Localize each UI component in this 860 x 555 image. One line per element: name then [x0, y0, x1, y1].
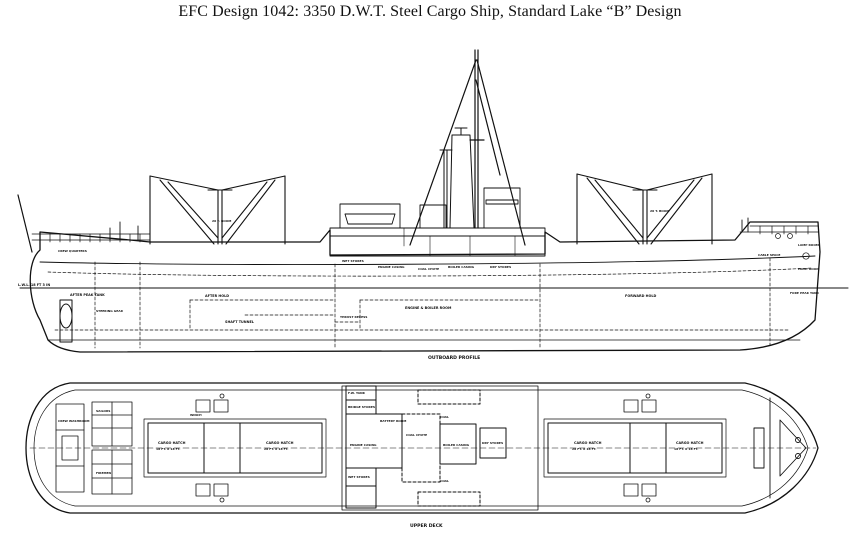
main-mast	[409, 49, 526, 246]
bow-details	[753, 397, 807, 499]
coal-chute-label: COAL CHUTE	[418, 267, 439, 271]
shaft-tunnel-label: SHAFT TUNNEL	[225, 320, 255, 324]
fore-peak-tank-label: FORE PEAK TANK	[790, 291, 820, 295]
winches	[195, 393, 657, 503]
engine-casing-label: ENGINE CASING	[378, 265, 405, 269]
coal-chute-plan	[401, 413, 441, 483]
aft-derrick	[149, 175, 286, 245]
fw-tank-label: F.W. TANK	[348, 391, 366, 395]
dry-stores-label: DRY STORES	[490, 265, 511, 269]
thrust-recess-label: THRUST RECESS	[340, 315, 367, 319]
bulkheads	[94, 257, 771, 349]
hatch-1-size: 18 FT. X 18 FT.	[156, 447, 181, 451]
lwl-label: L.W.L. 18 FT 3 IN	[18, 283, 50, 287]
hatch-4-label: CARGO HATCH	[676, 441, 704, 445]
hatch-4-size: 18 FT. X 18 FT.	[674, 447, 699, 451]
upper-deck-line	[39, 255, 816, 265]
boiler-casing-deck-label: BOILER CASING	[443, 443, 470, 447]
cable-space-label: CABLE SPACE	[758, 253, 780, 257]
coal-2-label: COAL	[440, 479, 449, 483]
upper-deck-caption: UPPER DECK	[410, 523, 443, 529]
coal-chute-deck-label: COAL CHUTE	[406, 433, 427, 437]
stern-cabins	[55, 401, 133, 495]
midship-deckhouse	[341, 385, 539, 511]
crew-washroom-label: CREW WASHROOM	[58, 419, 89, 423]
forecastle-railing	[739, 225, 819, 260]
rudder	[59, 299, 73, 343]
page-title: EFC Design 1042: 3350 D.W.T. Steel Cargo…	[178, 3, 682, 20]
propeller	[59, 303, 73, 329]
firemen-label: FIREMEN	[96, 471, 112, 475]
upper-deck-plan: CARGO HATCH 18 FT. X 18 FT. CARGO HATCH …	[25, 382, 819, 529]
hatch-3-size: 28 FT. X 18 FT.	[572, 447, 597, 451]
winch-label: WINCH	[190, 413, 202, 417]
hatch-1-label: CARGO HATCH	[158, 441, 186, 445]
steering-gear-label: STEERING GEAR	[96, 309, 124, 313]
cargo-hatch-2	[239, 422, 323, 474]
funnel	[439, 127, 475, 229]
lamp-room-label: LAMP ROOM	[798, 243, 819, 247]
cargo-hatch-3	[547, 422, 631, 474]
dry-stores-deck-label: DRY STORES	[482, 441, 503, 445]
fwd-boom-label: 20 T. BOOM	[650, 209, 669, 213]
crew-quarters-label: CREW QUARTERS	[58, 249, 87, 253]
cargo-hatches	[143, 418, 727, 478]
cargo-hatch-4	[665, 422, 723, 474]
hull-outline	[29, 221, 821, 353]
wet-stores-deck-label: WET STORES	[348, 475, 370, 479]
deck-margin	[33, 389, 809, 507]
deck-outline	[25, 382, 819, 514]
coal-1-label: COAL	[440, 415, 449, 419]
engine-boiler-room-label: ENGINE & BOILER ROOM	[405, 306, 452, 310]
aft-boom-label: 20 T. BOOM	[212, 219, 231, 223]
wet-stores-label: WET STORES	[342, 259, 364, 263]
sailors-label: SAILORS	[96, 409, 110, 413]
forward-derrick	[576, 173, 713, 245]
forward-hold-label: FORWARD HOLD	[625, 294, 657, 298]
outboard-profile-caption: OUTBOARD PROFILE	[428, 355, 480, 361]
paint-room-label: PAINT ROOM	[798, 267, 819, 271]
tween-deck-line	[47, 267, 813, 277]
midship-house	[329, 187, 546, 257]
after-peak-tank-label: AFTER PEAK TANK	[70, 293, 105, 297]
hatch-3-label: CARGO HATCH	[574, 441, 602, 445]
outboard-profile: L.W.L. 18 FT 3 IN AFTER PEAK TANK CREW Q…	[17, 49, 849, 361]
profile-labels: L.W.L. 18 FT 3 IN AFTER PEAK TANK CREW Q…	[18, 209, 820, 361]
boiler-casing-label: BOILER CASING	[448, 265, 475, 269]
mooring-posts	[109, 217, 749, 241]
hatch-2-label: CARGO HATCH	[266, 441, 294, 445]
after-hold-label: AFTER HOLD	[205, 294, 229, 298]
hatch-2-size: 28 FT. X 18 FT.	[264, 447, 289, 451]
battery-room-label: BATTERY ROOM	[380, 419, 406, 423]
bridge-stores-label: BRIDGE STORES	[348, 405, 375, 409]
cargo-hatch-1	[147, 422, 205, 474]
deck-labels: CARGO HATCH 18 FT. X 18 FT. CARGO HATCH …	[58, 391, 704, 529]
stern-flagstaff	[17, 194, 33, 253]
engine-casing-deck-label: ENGINE CASING	[350, 443, 377, 447]
